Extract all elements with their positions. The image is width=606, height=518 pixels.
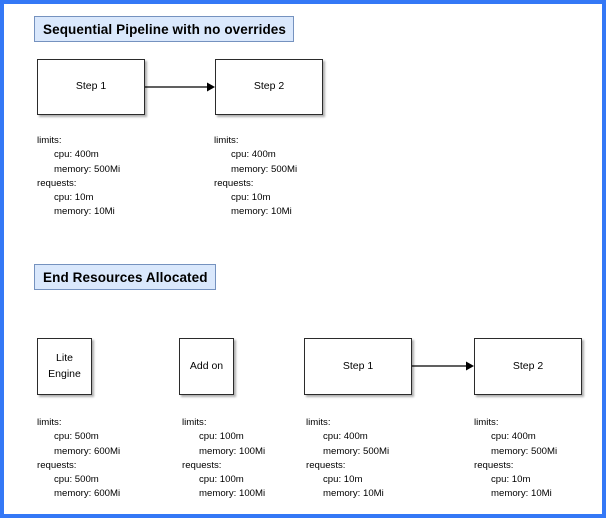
spec-bottom-step-1: limits: cpu: 400m memory: 500Mi requests… [306, 416, 389, 502]
requests-cpu: cpu: 10m [323, 474, 363, 486]
node-label-line-1: Lite [56, 352, 73, 365]
node-label: Step 2 [253, 80, 285, 93]
node-top-step-2[interactable]: Step 2 [215, 59, 323, 115]
limits-cpu: cpu: 400m [491, 431, 536, 443]
requests-memory: memory: 10Mi [231, 206, 292, 218]
limits-label: limits: [37, 135, 62, 146]
node-label-line-2: Engine [48, 367, 81, 380]
spec-lite-engine: limits: cpu: 500m memory: 600Mi requests… [37, 416, 120, 502]
requests-memory: memory: 10Mi [491, 488, 552, 500]
limits-memory: memory: 100Mi [199, 445, 266, 457]
node-bottom-step-1[interactable]: Step 1 [304, 338, 412, 395]
requests-memory: memory: 10Mi [323, 488, 384, 500]
limits-memory: memory: 600Mi [54, 445, 121, 457]
requests-label: requests: [306, 459, 346, 471]
connector-top-step1-to-step2 [145, 81, 215, 93]
requests-cpu: cpu: 10m [231, 192, 271, 204]
requests-memory: memory: 10Mi [54, 206, 115, 218]
node-label: Step 2 [512, 359, 544, 372]
limits-memory: memory: 500Mi [231, 163, 298, 175]
connector-bottom-step1-to-step2 [412, 360, 474, 372]
requests-memory: memory: 100Mi [199, 488, 266, 500]
requests-label: requests: [214, 177, 254, 189]
section-title-text: Sequential Pipeline with no overrides [43, 21, 287, 37]
limits-cpu: cpu: 400m [323, 431, 368, 443]
limits-label: limits: [37, 417, 62, 428]
limits-cpu: cpu: 500m [54, 431, 99, 443]
node-top-step-1[interactable]: Step 1 [37, 59, 145, 115]
requests-cpu: cpu: 10m [54, 192, 94, 204]
spec-bottom-step-2: limits: cpu: 400m memory: 500Mi requests… [474, 416, 557, 502]
requests-memory: memory: 600Mi [54, 488, 121, 500]
limits-memory: memory: 500Mi [491, 445, 558, 457]
limits-cpu: cpu: 400m [231, 149, 276, 161]
requests-cpu: cpu: 500m [54, 474, 99, 486]
limits-memory: memory: 500Mi [54, 163, 121, 175]
requests-label: requests: [474, 459, 514, 471]
node-add-on[interactable]: Add on [179, 338, 234, 395]
requests-label: requests: [37, 177, 77, 189]
requests-cpu: cpu: 10m [491, 474, 531, 486]
limits-label: limits: [214, 135, 239, 146]
spec-top-step-1: limits: cpu: 400m memory: 500Mi requests… [37, 134, 120, 220]
requests-label: requests: [37, 459, 77, 471]
node-lite-engine[interactable]: Lite Engine [37, 338, 92, 395]
limits-label: limits: [306, 417, 331, 428]
limits-cpu: cpu: 100m [199, 431, 244, 443]
node-label: Step 1 [75, 80, 107, 93]
limits-label: limits: [182, 417, 207, 428]
node-label: Add on [189, 359, 224, 372]
requests-label: requests: [182, 459, 222, 471]
section-title-sequential-pipeline: Sequential Pipeline with no overrides [34, 16, 294, 42]
requests-cpu: cpu: 100m [199, 474, 244, 486]
spec-add-on: limits: cpu: 100m memory: 100Mi requests… [182, 416, 265, 502]
spec-top-step-2: limits: cpu: 400m memory: 500Mi requests… [214, 134, 297, 220]
limits-label: limits: [474, 417, 499, 428]
section-title-end-resources-allocated: End Resources Allocated [34, 264, 216, 290]
node-label: Step 1 [342, 359, 374, 372]
section-title-text: End Resources Allocated [43, 269, 208, 285]
limits-memory: memory: 500Mi [323, 445, 390, 457]
node-bottom-step-2[interactable]: Step 2 [474, 338, 582, 395]
limits-cpu: cpu: 400m [54, 149, 99, 161]
